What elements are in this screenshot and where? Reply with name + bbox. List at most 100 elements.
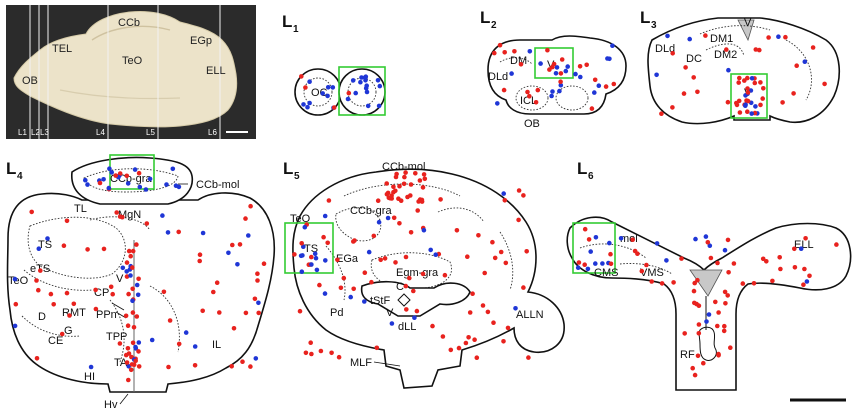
region-label-teo: TeO: [122, 55, 143, 67]
l2-inner-boundary: [555, 85, 589, 111]
red-cell-dot: [308, 340, 314, 346]
red-cell-dot: [611, 81, 617, 87]
blue-cell-dot: [593, 235, 599, 240]
blue-cell-dot: [12, 323, 18, 329]
blue-cell-dot: [665, 33, 670, 39]
blue-cell-dot: [501, 191, 507, 196]
red-cell-dot: [248, 203, 253, 209]
red-cell-dot: [64, 290, 70, 296]
red-cell-dot: [415, 208, 421, 213]
svg-text:3: 3: [651, 20, 657, 31]
blue-cell-dot: [301, 102, 306, 107]
blue-cell-dot: [664, 258, 669, 263]
blue-cell-dot: [376, 103, 382, 109]
red-cell-dot: [128, 253, 133, 259]
blue-cell-dot: [618, 236, 624, 241]
red-cell-dot: [396, 196, 401, 201]
l4-label-rmt: RMT: [62, 307, 86, 319]
red-cell-dot: [136, 276, 141, 282]
blue-cell-dot: [322, 213, 328, 219]
blue-cell-dot: [573, 71, 578, 77]
red-cell-dot: [408, 182, 414, 187]
red-cell-dot: [438, 197, 443, 202]
red-cell-dot: [696, 331, 702, 336]
red-cell-dot: [113, 173, 118, 178]
blue-cell-dot: [124, 269, 129, 274]
l1-highlight-box: [338, 66, 386, 116]
blue-cell-dot: [722, 247, 728, 253]
red-cell-dot: [13, 301, 19, 307]
l5-label-alln: ALLN: [516, 309, 544, 321]
red-cell-dot: [463, 340, 469, 346]
red-cell-dot: [309, 351, 314, 357]
l1-inner-boundary: [303, 77, 333, 107]
red-cell-dot: [331, 105, 337, 110]
red-cell-dot: [691, 75, 696, 80]
blue-cell-dot: [802, 59, 808, 64]
red-cell-dot: [692, 280, 697, 286]
l4-label-ppn: PPn: [96, 309, 117, 321]
blue-cell-dot: [588, 249, 593, 254]
red-cell-dot: [176, 341, 182, 347]
red-cell-dot: [701, 360, 706, 366]
red-cell-dot: [401, 181, 407, 187]
region-label-ob: OB: [22, 75, 38, 87]
blue-cell-dot: [538, 61, 543, 66]
red-cell-dot: [440, 334, 446, 339]
red-cell-dot: [36, 287, 41, 293]
l4-label-v: V: [116, 273, 124, 285]
red-cell-dot: [217, 310, 222, 315]
blue-cell-dot: [385, 215, 391, 221]
red-cell-dot: [792, 265, 798, 270]
l5-highlight-box: [284, 222, 334, 274]
l5-label-ccb-mol: CCb-mol: [382, 161, 425, 173]
l5-central-structure: [360, 280, 471, 317]
red-cell-dot: [352, 238, 357, 243]
red-cell-dot: [577, 64, 583, 69]
red-cell-dot: [726, 270, 731, 275]
red-cell-dot: [61, 243, 67, 248]
blue-cell-dot: [495, 101, 500, 106]
blue-cell-dot: [107, 166, 112, 171]
red-cell-dot: [93, 287, 98, 293]
svg-text:2: 2: [491, 20, 497, 31]
red-cell-dot: [725, 99, 731, 105]
blue-cell-dot: [550, 89, 555, 94]
l6-inner-structure: [698, 326, 717, 361]
l3-label-dm1: DM1: [710, 33, 733, 45]
red-cell-dot: [630, 237, 635, 242]
region-label-tel: TEL: [52, 43, 72, 55]
blue-cell-dot: [607, 240, 612, 246]
red-cell-dot: [758, 80, 763, 85]
red-cell-dot: [144, 221, 150, 226]
red-cell-dot: [34, 278, 39, 283]
l4-leader-line: [111, 302, 125, 311]
red-cell-dot: [403, 283, 409, 289]
region-label-egp: EGp: [190, 35, 212, 47]
red-cell-dot: [492, 255, 498, 261]
red-cell-dot: [503, 260, 509, 266]
red-cell-dot: [713, 299, 718, 305]
red-cell-dot: [708, 255, 714, 261]
red-cell-dot: [101, 246, 107, 252]
blue-cell-dot: [706, 312, 712, 317]
blue-cell-dot: [302, 224, 308, 230]
red-cell-dot: [362, 270, 368, 276]
red-cell-dot: [130, 340, 136, 346]
blue-cell-dot: [192, 344, 198, 349]
red-cell-dot: [124, 274, 130, 279]
l4-label-ce: CE: [48, 335, 63, 347]
red-cell-dot: [731, 261, 737, 266]
red-cell-dot: [512, 49, 517, 54]
red-cell-dot: [766, 35, 771, 40]
red-cell-dot: [124, 360, 130, 365]
l5-leader-line: [373, 361, 401, 367]
blue-cell-dot: [563, 68, 569, 74]
red-cell-dot: [391, 184, 396, 190]
red-cell-dot: [659, 281, 665, 286]
blue-cell-dot: [235, 262, 240, 267]
red-cell-dot: [126, 377, 131, 383]
red-cell-dot: [240, 359, 245, 365]
blue-cell-dot: [554, 65, 560, 70]
